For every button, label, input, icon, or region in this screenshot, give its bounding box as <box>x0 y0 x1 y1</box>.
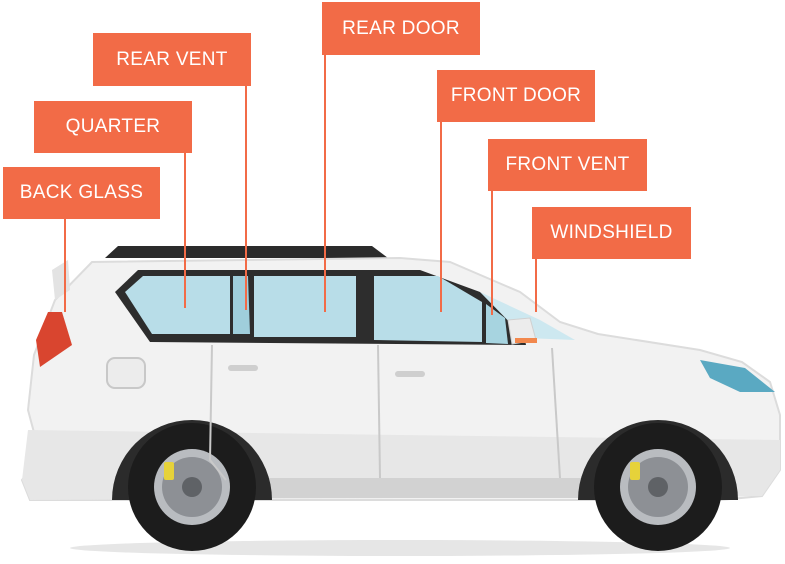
label-windshield: WINDSHIELD <box>532 207 691 259</box>
label-back-glass: BACK GLASS <box>3 167 160 219</box>
label-rear-vent: REAR VENT <box>93 33 251 86</box>
label-rear-door: REAR DOOR <box>322 2 480 55</box>
label-rear-vent-text: REAR VENT <box>116 48 228 70</box>
rear-door-seam <box>208 344 227 481</box>
front-door-handle <box>395 371 425 377</box>
mirror-indicator <box>515 338 537 343</box>
headlight <box>700 360 775 392</box>
label-front-vent: FRONT VENT <box>488 139 647 191</box>
label-rear-door-text: REAR DOOR <box>342 17 460 39</box>
label-front-vent-text: FRONT VENT <box>505 154 630 175</box>
rocker-panel <box>255 478 585 498</box>
fuel-door <box>106 357 146 389</box>
label-windshield-text: WINDSHIELD <box>550 222 673 243</box>
leader-lines <box>64 55 537 315</box>
ground-shadow <box>70 540 730 556</box>
rear-wheel <box>128 423 256 551</box>
rear-vent-glass <box>233 276 250 334</box>
label-front-door: FRONT DOOR <box>437 70 595 122</box>
label-back-glass-text: BACK GLASS <box>19 182 144 203</box>
door-seam <box>377 344 381 479</box>
front-door-glass <box>374 276 482 342</box>
front-wheel <box>594 423 722 551</box>
front-door-seam <box>551 347 561 479</box>
quarter-glass <box>125 276 230 334</box>
label-quarter-text: QUARTER <box>65 116 161 137</box>
rear-door-glass <box>254 276 356 337</box>
taillight <box>36 312 72 367</box>
label-quarter: QUARTER <box>34 101 192 153</box>
windshield-glass <box>480 292 575 340</box>
rear-door-handle <box>228 365 258 371</box>
label-front-door-text: FRONT DOOR <box>450 85 582 106</box>
